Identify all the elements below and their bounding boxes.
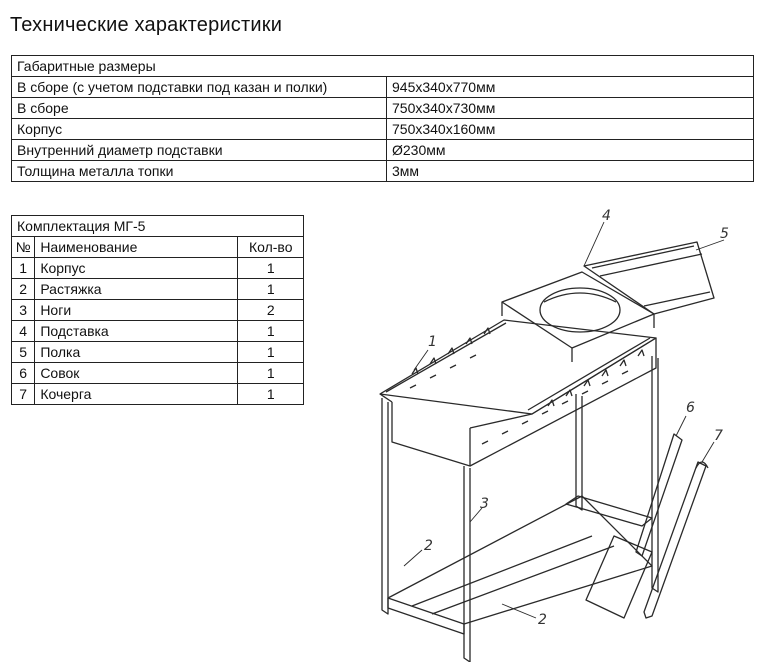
item-qty: 1: [237, 278, 304, 300]
item-number: 3: [10, 299, 36, 321]
item-name: Ноги: [34, 299, 239, 321]
spec-label: В сборе (с учетом подставки под казан и …: [11, 76, 387, 98]
spec-value: 750x340x730мм: [386, 97, 754, 119]
table-row: 1 Корпус 1: [10, 257, 304, 279]
item-number: 4: [10, 320, 36, 342]
spec-label: В сборе: [11, 97, 387, 119]
spec-value: 945x340x770мм: [386, 76, 754, 98]
table-header-row: № Наименование Кол-во: [10, 236, 304, 258]
table-row: 6 Совок 1: [10, 362, 304, 384]
item-qty: 1: [237, 341, 304, 363]
column-header-num: №: [10, 236, 36, 258]
column-header-qty: Кол-во: [237, 236, 304, 258]
item-name: Полка: [34, 341, 239, 363]
table-row: 5 Полка 1: [10, 341, 304, 363]
kit-table: Комплектация МГ-5 № Наименование Кол-во …: [10, 215, 304, 405]
spec-label: Внутренний диаметр подставки: [11, 139, 387, 161]
callout-2: 2: [424, 538, 433, 554]
item-qty: 1: [237, 383, 304, 405]
table-row: В сборе 750x340x730мм: [11, 97, 754, 119]
item-number: 1: [10, 257, 36, 279]
table-row: Корпус 750x340x160мм: [11, 118, 754, 140]
item-number: 7: [10, 383, 36, 405]
item-number: 5: [10, 341, 36, 363]
table-row: 3 Ноги 2: [10, 299, 304, 321]
callout-1: 1: [428, 334, 437, 350]
item-name: Растяжка: [34, 278, 239, 300]
callout-3: 3: [480, 496, 489, 512]
page-title: Технические характеристики: [10, 14, 283, 36]
table-row: Комплектация МГ-5: [11, 215, 304, 237]
item-qty: 1: [237, 257, 304, 279]
column-header-name: Наименование: [34, 236, 239, 258]
item-qty: 2: [237, 299, 304, 321]
spec-label: Корпус: [11, 118, 387, 140]
table-row: Толщина металла топки 3мм: [11, 160, 754, 182]
callout-6: 6: [686, 400, 695, 416]
item-name: Кочерга: [34, 383, 239, 405]
spec-value: 3мм: [386, 160, 754, 182]
item-number: 2: [10, 278, 36, 300]
callout-labels: 1 2 2 3 4 5 6 7: [424, 208, 729, 628]
table-row: Внутренний диаметр подставки Ø230мм: [11, 139, 754, 161]
dimensions-table: Габаритные размеры В сборе (с учетом под…: [11, 55, 754, 182]
item-name: Корпус: [34, 257, 239, 279]
callout-2b: 2: [538, 612, 547, 628]
item-name: Подставка: [34, 320, 239, 342]
grill-assembly-drawing: 1 2 2 3 4 5 6 7: [379, 208, 729, 662]
callout-4: 4: [602, 208, 611, 224]
table-row: 4 Подставка 1: [10, 320, 304, 342]
dimensions-header: Габаритные размеры: [11, 55, 754, 77]
item-number: 6: [10, 362, 36, 384]
spec-label: Толщина металла топки: [11, 160, 387, 182]
spec-value: 750x340x160мм: [386, 118, 754, 140]
table-row: В сборе (с учетом подставки под казан и …: [11, 76, 754, 98]
callout-5: 5: [720, 226, 729, 242]
item-qty: 1: [237, 320, 304, 342]
item-qty: 1: [237, 362, 304, 384]
table-row: Габаритные размеры: [11, 55, 754, 77]
kit-header: Комплектация МГ-5: [11, 215, 304, 237]
callout-7: 7: [714, 428, 723, 444]
table-row: 7 Кочерга 1: [10, 383, 304, 405]
table-row: 2 Растяжка 1: [10, 278, 304, 300]
spec-value: Ø230мм: [386, 139, 754, 161]
item-name: Совок: [34, 362, 239, 384]
